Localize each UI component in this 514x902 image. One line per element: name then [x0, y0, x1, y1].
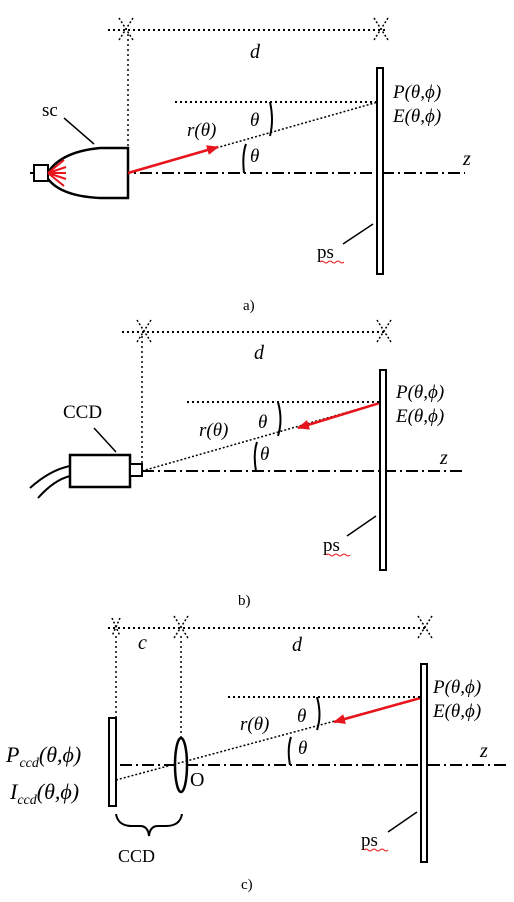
- caption: a): [243, 298, 255, 314]
- lens-icon: [173, 736, 189, 794]
- angle-label-upper: θ: [258, 412, 267, 433]
- point-p-label: P(θ,ϕ): [395, 382, 444, 403]
- angle-arc-lower: [242, 143, 247, 174]
- angle-label-lower: θ: [250, 146, 259, 167]
- dimension-tick-right: [417, 615, 433, 639]
- caption: b): [238, 593, 251, 609]
- dimension-tick-left: [136, 319, 152, 343]
- spell-squiggle: [363, 848, 389, 852]
- camera-cable-icon: [29, 465, 71, 489]
- point-e-label: E(θ,ϕ): [432, 701, 481, 722]
- screen-label: ps: [323, 535, 340, 556]
- source-label: sc: [42, 100, 58, 121]
- gap-label: c: [138, 632, 147, 654]
- angle-label-lower: θ: [260, 444, 269, 465]
- point-p-label: P(θ,ϕ): [392, 82, 441, 103]
- screen-label: ps: [317, 242, 334, 263]
- angle-label-lower: θ: [298, 738, 307, 759]
- angle-arc-upper: [277, 401, 282, 437]
- ccd-camera-lens: [129, 463, 143, 477]
- ray-line: [127, 101, 379, 174]
- incident-arrow: [333, 695, 425, 724]
- point-e-label: E(θ,ϕ): [395, 406, 444, 427]
- source-glow-icon: [47, 159, 67, 187]
- axis-label: z: [439, 447, 448, 469]
- projection-screen: [376, 67, 384, 275]
- dimension-tick-left: [118, 17, 134, 41]
- point-e-label: E(θ,ϕ): [392, 106, 441, 127]
- emission-arrow: [127, 145, 219, 175]
- ccd-sensor-plane: [108, 717, 117, 807]
- camera-leader: [93, 427, 117, 453]
- source-leader: [63, 117, 95, 145]
- projection-screen: [420, 663, 428, 863]
- panel-a: d sc θ θ r(θ) z P(θ,ϕ) E(θ,ϕ) ps: [30, 17, 471, 314]
- caption: c): [241, 877, 253, 893]
- source-socket: [33, 164, 49, 182]
- distance-label: d: [254, 342, 265, 364]
- screen-leader: [346, 515, 377, 537]
- screen-label: ps: [361, 830, 378, 851]
- radius-label: r(θ): [240, 714, 269, 735]
- iccd-label: Iccd(θ,ϕ): [9, 779, 79, 808]
- spell-squiggle: [319, 260, 345, 264]
- radius-label: r(θ): [199, 420, 228, 441]
- ccd-camera-body: [68, 453, 132, 489]
- spell-squiggle: [325, 553, 351, 557]
- lens-label: O: [190, 769, 204, 791]
- dimension-tick-right: [376, 319, 392, 343]
- dimension-tick-left: [111, 617, 121, 637]
- distance-label: d: [250, 41, 261, 63]
- screen-leader: [387, 811, 418, 833]
- ccd-brace: [115, 813, 183, 837]
- ccd-brace-label: CCD: [118, 846, 155, 866]
- incident-arrow: [297, 400, 384, 430]
- angle-arc-lower: [287, 736, 292, 766]
- axis-label: z: [462, 148, 471, 170]
- distance-label: d: [292, 634, 303, 656]
- panel-b: d CCD θ θ r(θ) z P(θ,ϕ) E(θ,ϕ) ps b): [29, 319, 465, 609]
- camera-label: CCD: [63, 402, 102, 423]
- panel-c: c d O θ θ r(θ) z Pccd(θ,ϕ) Iccd(θ,ϕ) CCD…: [5, 615, 506, 893]
- angle-label-upper: θ: [250, 110, 259, 131]
- dimension-tick-middle: [173, 615, 189, 639]
- projection-screen: [379, 369, 387, 571]
- screen-leader: [342, 223, 374, 245]
- camera-cable-icon: [37, 475, 71, 499]
- angle-arc-upper: [316, 696, 321, 731]
- dimension-tick-right: [373, 17, 389, 41]
- angle-arc-lower: [253, 441, 258, 472]
- angle-label-upper: θ: [297, 706, 306, 727]
- axis-label: z: [479, 740, 488, 762]
- angle-arc-upper: [269, 101, 273, 137]
- point-p-label: P(θ,ϕ): [432, 677, 481, 698]
- pccd-label: Pccd(θ,ϕ): [5, 742, 81, 771]
- radius-label: r(θ): [187, 120, 216, 141]
